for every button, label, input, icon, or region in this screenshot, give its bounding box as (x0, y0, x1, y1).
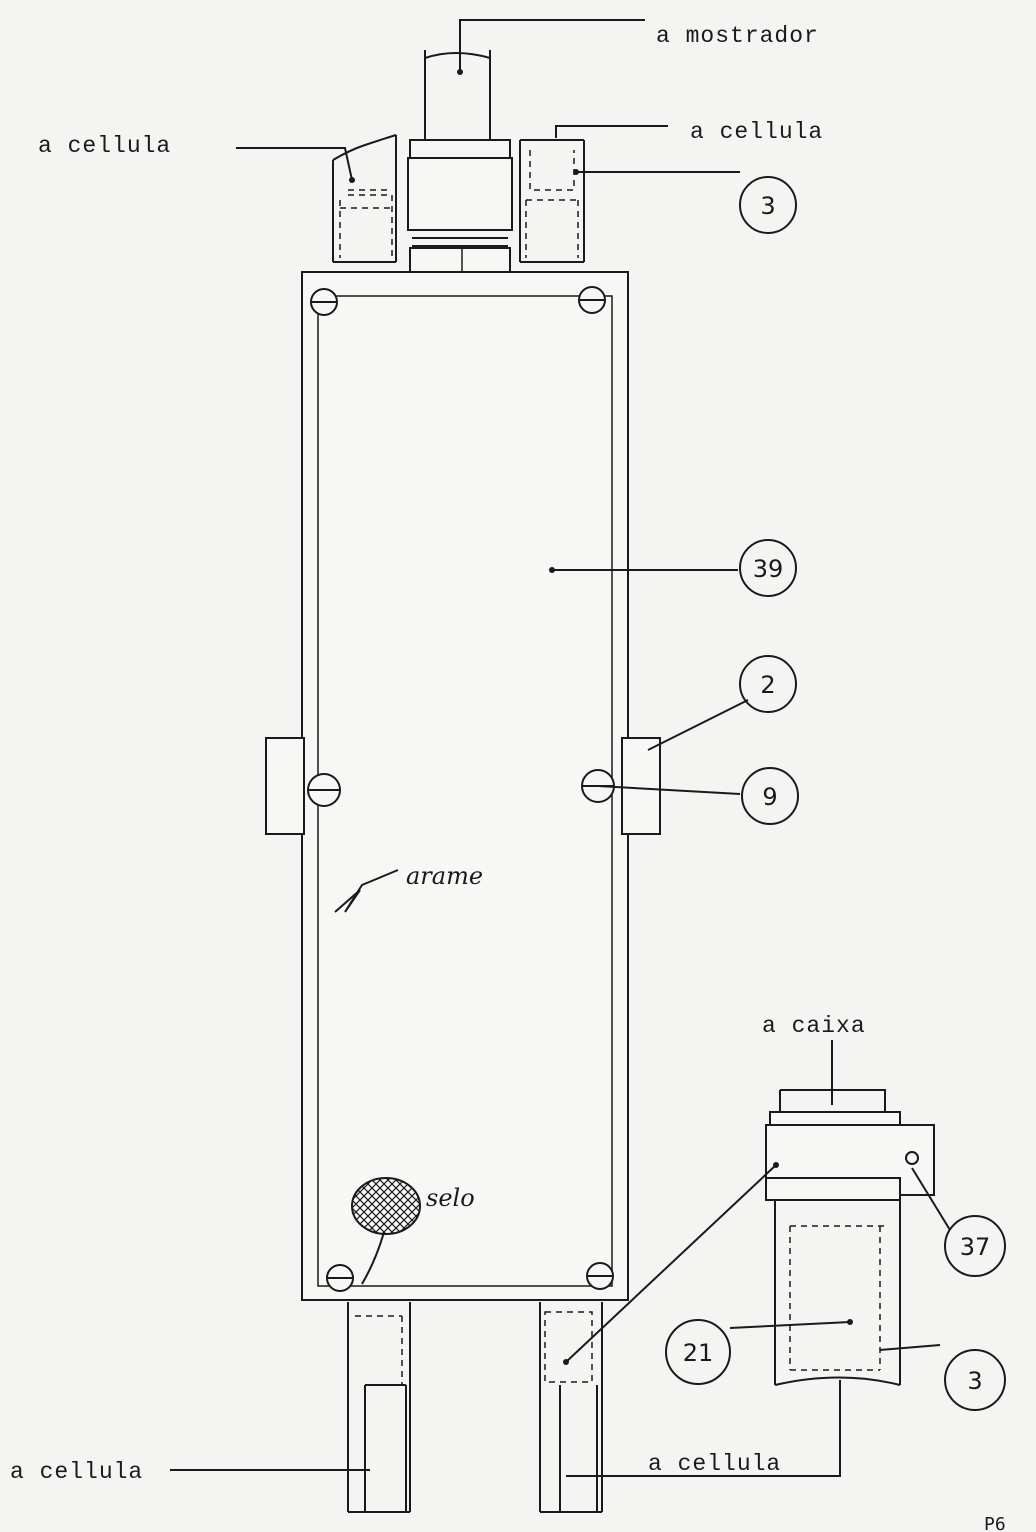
svg-text:9: 9 (762, 783, 777, 811)
label-top-display: a mostrador (656, 23, 819, 49)
label-top-left-cell: a cellula (38, 133, 171, 159)
svg-text:21: 21 (683, 1339, 714, 1367)
callout-2: 2 (739, 655, 797, 713)
label-bottom-right-cell: a cellula (648, 1451, 781, 1477)
label-top-right-cell: a cellula (690, 119, 823, 145)
screw-top-left (310, 288, 338, 316)
svg-text:3: 3 (760, 192, 775, 220)
screw-bottom-left (326, 1264, 354, 1292)
label-arame: arame (406, 862, 483, 890)
screw-top-right (578, 286, 606, 314)
label-selo: selo (426, 1184, 475, 1212)
svg-text:37: 37 (960, 1233, 991, 1261)
callout-37: 37 (944, 1215, 1006, 1277)
leader-lines (170, 19, 951, 1477)
label-caixa: a caixa (762, 1013, 866, 1039)
top-display-connector (407, 50, 513, 274)
detail-connector (765, 1089, 935, 1386)
callout-9: 9 (741, 767, 799, 825)
bottom-left-cell-tube (347, 1302, 411, 1513)
wire-squiggle (334, 869, 399, 913)
svg-text:2: 2 (760, 671, 775, 699)
callout-21: 21 (665, 1319, 731, 1385)
svg-text:3: 3 (967, 1367, 982, 1395)
callout-39: 39 (739, 539, 797, 597)
screw-bottom-right (586, 1262, 614, 1290)
callout-3-bottom: 3 (944, 1349, 1006, 1411)
seal (351, 1177, 421, 1285)
callout-3-top: 3 (739, 176, 797, 234)
screw-mid-left (307, 773, 341, 807)
label-bottom-left-cell: a cellula (10, 1459, 143, 1485)
svg-text:39: 39 (753, 555, 784, 583)
top-right-cell-connector (519, 139, 585, 263)
page-number: P6 (984, 1514, 1006, 1532)
bottom-right-cell-tube (539, 1302, 603, 1513)
top-left-cell-connector (332, 134, 397, 263)
